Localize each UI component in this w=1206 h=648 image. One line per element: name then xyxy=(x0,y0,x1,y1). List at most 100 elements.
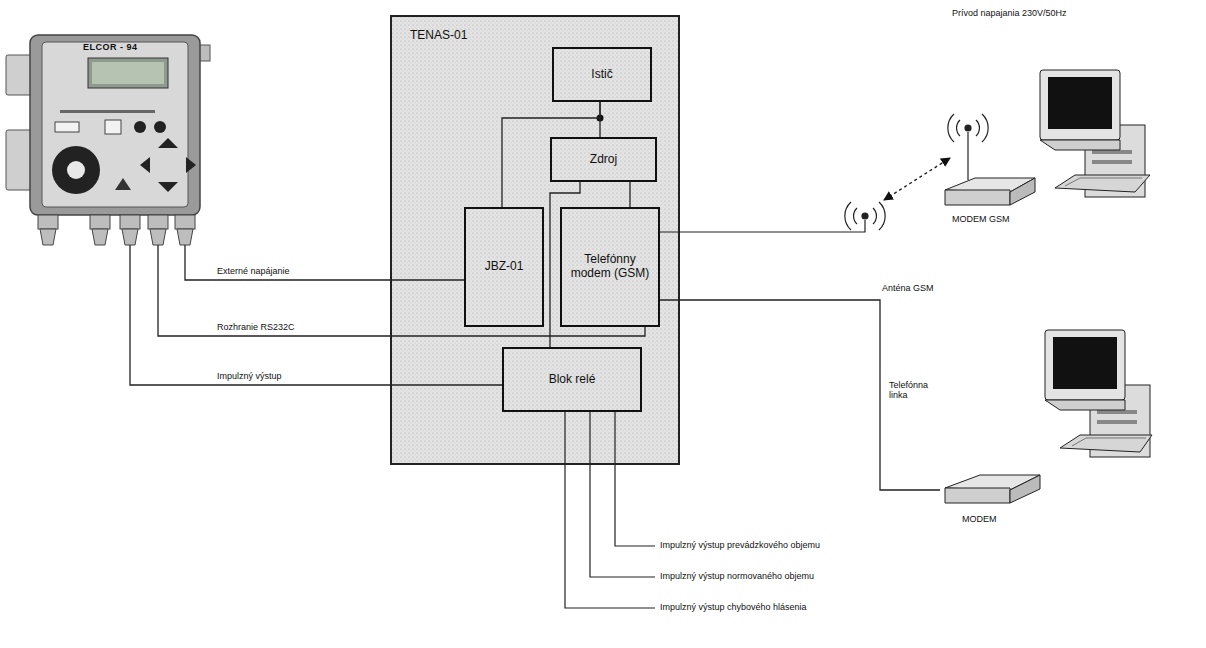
cable-gland xyxy=(148,215,168,229)
note-label: Anténa GSM xyxy=(882,283,934,293)
mount-flange xyxy=(6,55,32,95)
cable-glands xyxy=(38,215,195,245)
note-label: Prívod napajania 230V/50Hz xyxy=(952,8,1067,18)
gsm-antenna xyxy=(658,202,885,232)
pc-keyboard xyxy=(1055,175,1150,192)
connector-label: Externé napájanie xyxy=(215,266,292,276)
box-ground xyxy=(558,205,658,325)
elcor-device xyxy=(6,35,210,245)
relay-box: Blok relé xyxy=(502,347,642,412)
box-ground xyxy=(548,135,655,180)
antenna-tip xyxy=(862,213,868,219)
device-display xyxy=(88,58,168,88)
drive-slot xyxy=(1097,420,1137,424)
node-label: Telefónny modem (GSM) xyxy=(567,253,653,281)
output-line xyxy=(565,410,655,608)
device-panel xyxy=(42,42,188,207)
enclosure: TENAS-01IstičZdrojJBZ-01 Telefónny modem … xyxy=(390,15,680,465)
modem-side xyxy=(1010,178,1035,205)
node-label: Blok relé xyxy=(549,373,596,387)
box-ground xyxy=(500,345,640,410)
connector-wire xyxy=(130,245,502,385)
note-label: Impulzný výstup chybového hlásenia xyxy=(660,602,807,612)
logo-mark xyxy=(115,178,131,190)
connector-wire xyxy=(185,245,464,280)
monitor-screen xyxy=(1053,337,1117,389)
box-ground xyxy=(462,205,542,325)
gsm-workstation: MODEM GSM xyxy=(930,62,1155,226)
antenna-cable xyxy=(658,220,865,232)
node-label: Zdroj xyxy=(590,153,617,167)
cable-gland xyxy=(38,215,58,229)
modem-front xyxy=(945,488,1010,503)
antenna-waves xyxy=(957,120,980,136)
node-label: TENAS-01 xyxy=(410,29,467,43)
pc-monitor xyxy=(1040,70,1120,140)
modem-workstation xyxy=(945,330,1152,503)
gland-nut xyxy=(150,229,166,245)
power-supply-box: Zdroj xyxy=(550,137,657,182)
monitor-base xyxy=(1045,400,1125,410)
gland-nut xyxy=(92,229,108,245)
panel-button xyxy=(55,122,79,132)
output-line xyxy=(590,410,655,577)
panel-button xyxy=(134,121,146,133)
node-label: Istič xyxy=(591,68,612,82)
modem-side xyxy=(1010,475,1040,503)
arrow-key xyxy=(158,182,178,192)
wireless-link xyxy=(884,158,950,200)
volume-corrector: ELCOR - 94 xyxy=(5,35,211,245)
node-label: ELCOR - 94 xyxy=(83,42,138,52)
optical-port-core xyxy=(67,161,85,179)
panel-button xyxy=(105,120,121,134)
node-label: MODEM xyxy=(962,514,997,524)
drive-slot xyxy=(1092,160,1132,164)
connector-label: Telefónna linka xyxy=(887,380,943,401)
antenna-tip xyxy=(965,125,971,131)
antenna-mast xyxy=(967,132,968,180)
monitor-base xyxy=(1040,140,1120,150)
connector-label: Rozhranie RS232C xyxy=(215,322,297,332)
optical-port xyxy=(52,146,100,194)
output-lines xyxy=(565,410,655,608)
panel-button xyxy=(154,121,166,133)
note-label: Impulzný výstup prevádzkového objemu xyxy=(660,540,820,550)
node-label: MODEM GSM xyxy=(952,214,1010,224)
cable-gland xyxy=(90,215,110,229)
arrow-key xyxy=(186,157,196,173)
gland-nut xyxy=(122,229,138,245)
output-line xyxy=(615,410,655,546)
arrow-key xyxy=(140,157,150,173)
drive-slot xyxy=(1097,410,1137,414)
modem-front xyxy=(945,190,1010,205)
antenna-waves xyxy=(948,114,988,142)
barrier-box: JBZ-01 xyxy=(464,207,544,327)
modem-workstation: MODEM xyxy=(940,318,1155,526)
connector-label: Impulzný výstup xyxy=(215,371,284,381)
gland-nut xyxy=(40,229,56,245)
cable-gland xyxy=(175,215,195,229)
enclosure-ground xyxy=(390,15,680,465)
box-ground xyxy=(550,45,650,100)
arrow-key xyxy=(158,138,178,148)
mount-flange xyxy=(6,130,32,190)
antenna-waves xyxy=(854,208,877,224)
pc-monitor xyxy=(1045,330,1125,400)
gsm-workstation xyxy=(945,70,1150,205)
key-row xyxy=(1072,438,1146,446)
cable-gland xyxy=(120,215,140,229)
arrow-keys xyxy=(140,138,196,192)
modem-antenna xyxy=(948,114,988,180)
breaker-box: Istič xyxy=(552,47,652,102)
panel-stripe xyxy=(60,110,155,113)
antenna-waves xyxy=(845,202,885,230)
node-label: JBZ-01 xyxy=(485,260,524,274)
note-label: Impulzný výstup normovaného objemu xyxy=(660,571,814,581)
modem-box: Telefónny modem (GSM) xyxy=(560,207,660,327)
drive-slot xyxy=(1092,150,1132,154)
connector-wire xyxy=(158,245,645,336)
